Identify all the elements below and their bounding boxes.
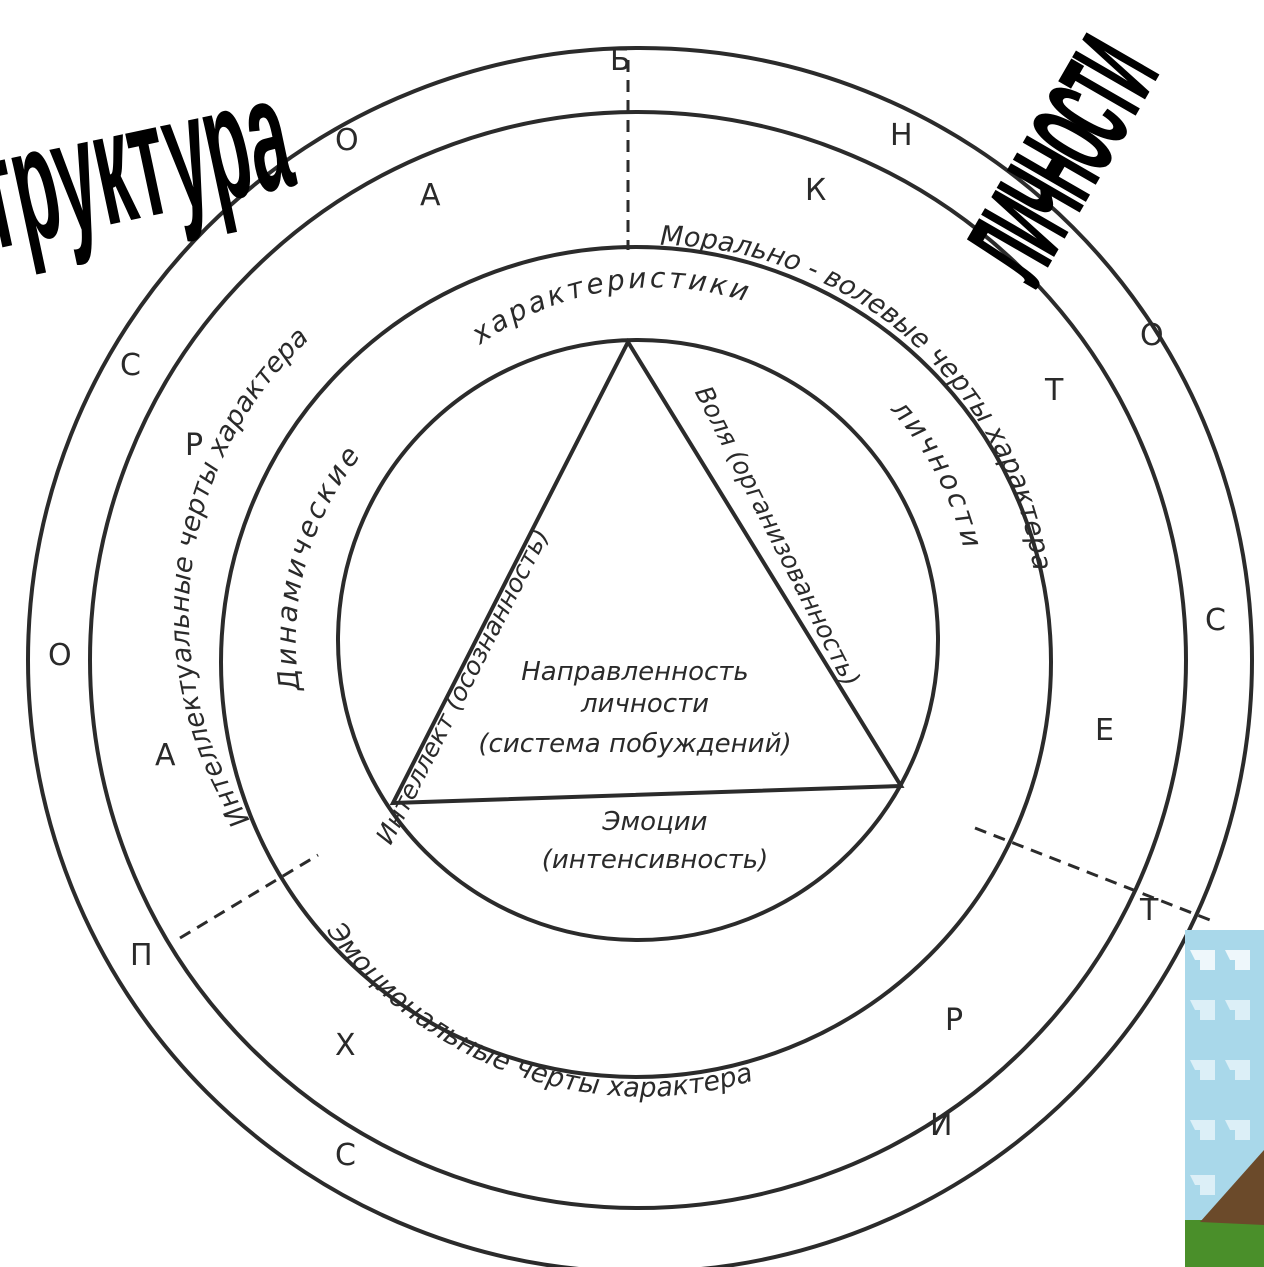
emotions-line-1: Эмоции [601, 807, 707, 837]
corner-tile-image [1185, 930, 1264, 1267]
ring-letter: Б [610, 43, 631, 78]
ring-letter: И [930, 1108, 952, 1143]
ring-letter: Т [1044, 373, 1064, 408]
center-line-1: Направленность [521, 657, 749, 687]
ring-letter: О [1140, 318, 1164, 353]
divider-left [180, 855, 318, 938]
ring-letter: О [48, 638, 72, 673]
center-line-3: (система побуждений) [478, 729, 791, 759]
triangle-right-label: Воля (организованность) [689, 381, 866, 691]
sector-label-emotional: Эмоциональные черты характера [320, 916, 756, 1104]
center-line-2: личности [580, 689, 709, 719]
ring-letter: Н [890, 118, 913, 153]
ring-letter: С [120, 348, 141, 383]
ring-letter: О [335, 123, 359, 158]
ring-letter: Р [945, 1003, 963, 1038]
sector-label-intellectual: Интеллектуальные черты характера [165, 321, 315, 832]
ring-letter: А [155, 738, 176, 773]
ring-letter: Х [335, 1028, 356, 1063]
ring-letter: С [335, 1138, 356, 1173]
middle-ring-left: Динамические [270, 437, 369, 695]
corner-text: личности [910, 2, 1189, 307]
ring-letter: К [805, 173, 826, 208]
ring-letter: П [130, 938, 153, 973]
emotions-line-2: (интенсивность) [542, 845, 769, 875]
ring-letter: Р [185, 428, 203, 463]
ring-letter: С [1205, 603, 1226, 638]
title-text: труктура [0, 42, 306, 285]
middle-ring-top: характеристики [464, 261, 755, 351]
ring-letter: Е [1095, 713, 1114, 748]
ring-letter: А [420, 178, 441, 213]
ring-letter: Т [1139, 893, 1159, 928]
